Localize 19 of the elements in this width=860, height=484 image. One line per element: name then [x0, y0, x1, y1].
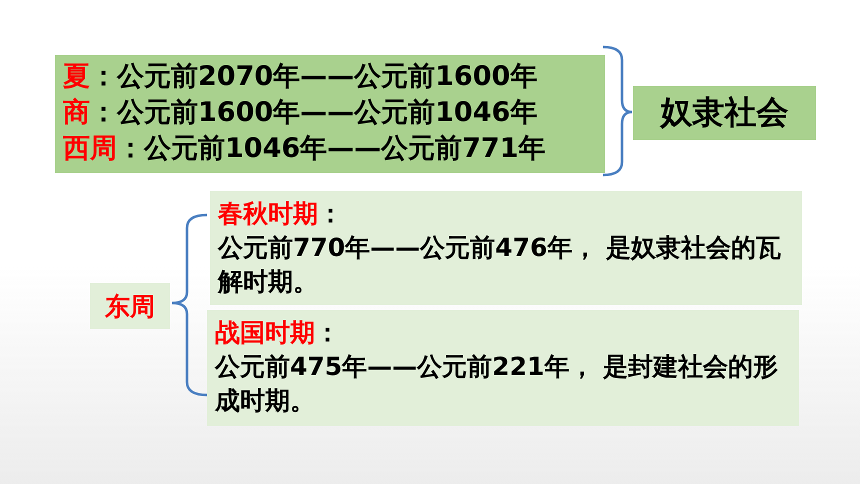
period-description: 公元前770年——公元前476年， 是奴隶社会的瓦解时期。 — [218, 232, 782, 298]
era-name: 夏 — [63, 61, 90, 92]
node-title: 东周 — [105, 290, 155, 322]
date-range: ：公元前1600年——公元前1046年 — [90, 97, 538, 128]
node-title: 奴隶社会 — [660, 92, 788, 133]
period-box — [90, 283, 170, 329]
society-box — [633, 86, 816, 140]
colon: ： — [318, 199, 343, 228]
period-description: 公元前475年——公元前221年， 是封建社会的形成时期。 — [215, 351, 780, 417]
date-range: ：公元前2070年——公元前1600年 — [90, 61, 538, 92]
period-name: 春秋时期 — [218, 199, 318, 228]
period-box — [210, 191, 802, 305]
era-name: 商 — [63, 97, 90, 128]
era-name: 西周 — [63, 133, 117, 164]
period-name: 战国时期 — [215, 318, 315, 347]
period-box — [207, 310, 799, 426]
date-range: ：公元前1046年——公元前771年 — [117, 133, 546, 164]
period-box — [55, 55, 605, 173]
colon: ： — [315, 318, 340, 347]
